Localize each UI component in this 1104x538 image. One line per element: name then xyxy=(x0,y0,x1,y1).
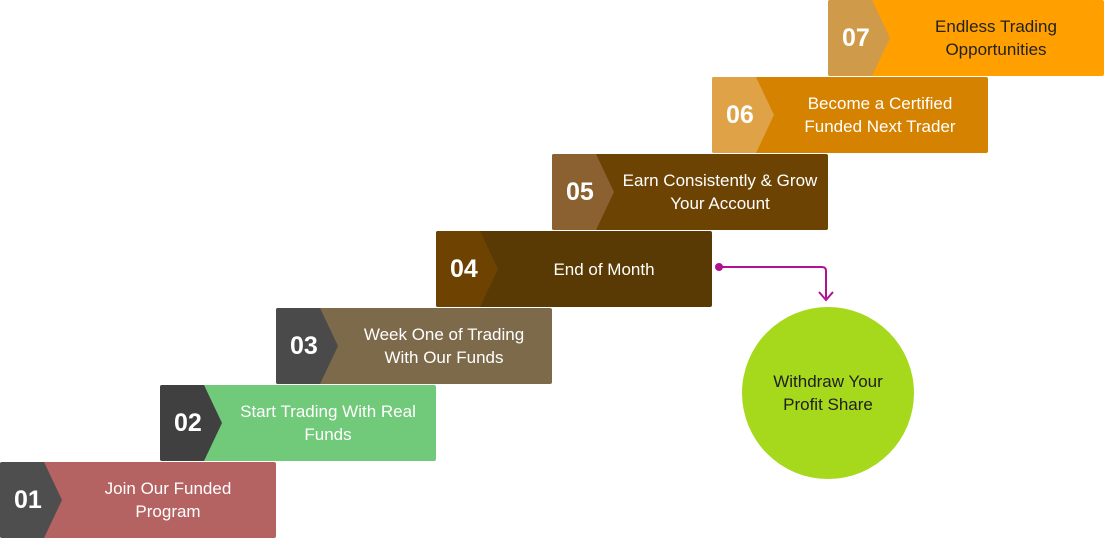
step-label: Endless Trading Opportunities xyxy=(935,17,1057,59)
step-label: End of Month xyxy=(553,259,655,279)
connector-start-dot xyxy=(715,263,723,271)
outcome-circle: Withdraw Your Profit Share xyxy=(742,307,914,479)
step-number: 05 xyxy=(552,154,614,230)
step-01: 01 Join Our Funded Program xyxy=(0,462,276,538)
step-number: 06 xyxy=(712,77,774,153)
step-06: 06 Become a Certified Funded Next Trader xyxy=(712,77,988,153)
arrowhead-icon xyxy=(818,291,834,302)
step-label: Start Trading With Real Funds xyxy=(240,402,416,444)
step-07: 07 Endless Trading Opportunities xyxy=(828,0,1104,76)
outcome-label: Withdraw Your Profit Share xyxy=(773,372,883,414)
step-number: 04 xyxy=(436,231,498,307)
step-number: 03 xyxy=(276,308,338,384)
step-label: Earn Consistently & Grow Your Account xyxy=(622,171,818,213)
step-label: Join Our Funded Program xyxy=(104,479,232,521)
step-05: 05 Earn Consistently & Grow Your Account xyxy=(552,154,828,230)
connector-line xyxy=(719,266,827,298)
step-label: Become a Certified Funded Next Trader xyxy=(804,94,956,136)
step-04: 04 End of Month xyxy=(436,231,712,307)
step-number: 07 xyxy=(828,0,890,76)
step-03: 03 Week One of Trading With Our Funds xyxy=(276,308,552,384)
step-02: 02 Start Trading With Real Funds xyxy=(160,385,436,461)
step-number: 02 xyxy=(160,385,222,461)
step-number: 01 xyxy=(0,462,62,538)
step-label: Week One of Trading With Our Funds xyxy=(363,325,525,367)
